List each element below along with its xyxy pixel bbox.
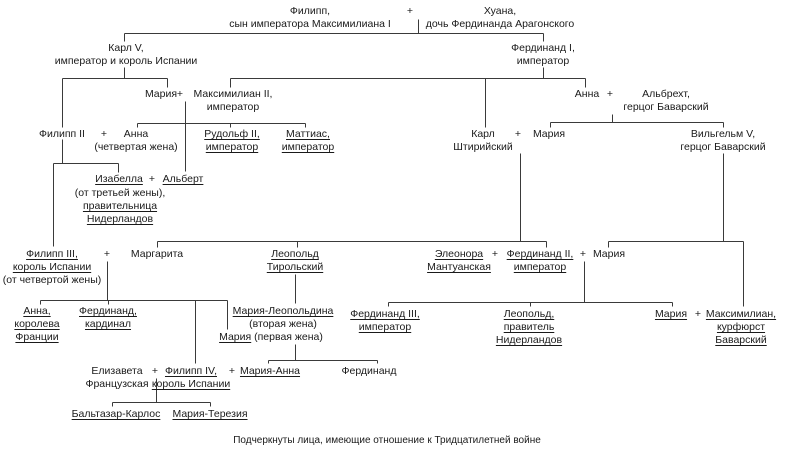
- person-maria-of-bavaria: Мария: [532, 128, 566, 140]
- marriage-plus-sign: +: [514, 128, 522, 140]
- marriage-plus-sign: +: [151, 365, 159, 377]
- person-philipp-of-habsburg: Филипп,сын императора Максимилиана I: [229, 5, 391, 30]
- person-ferdinand-son: Фердинанд: [341, 365, 397, 377]
- person-isabella: Изабелла: [95, 173, 143, 185]
- person-maria-teresa: Мария-Терезия: [172, 408, 248, 420]
- marriage-plus-sign: +: [103, 248, 111, 260]
- marriage-plus-sign: +: [491, 248, 499, 260]
- marriage-plus-sign: +: [694, 308, 702, 320]
- person-ferdinand-i: Фердинанд I,император: [511, 42, 575, 67]
- person-philipp-iii: Филипп III,король Испании(от четвертой ж…: [2, 248, 102, 286]
- marriage-plus-sign: +: [176, 88, 184, 100]
- person-philipp-ii: Филипп II: [39, 128, 85, 140]
- person-juana: Хуана,дочь Фердинанда Арагонского: [425, 5, 575, 30]
- person-wilhelm-v: Вильгельм V,герцог Баварский: [680, 128, 766, 153]
- person-anna-of-austria: Анна: [574, 88, 600, 100]
- person-maria-of-spain: Мария: [144, 88, 178, 100]
- marriage-plus-sign: +: [100, 128, 108, 140]
- person-albrecht-bavaria: Альбрехт,герцог Баварский: [623, 88, 709, 113]
- legend-caption: Подчеркнуты лица, имеющие отношение к Тр…: [233, 435, 541, 446]
- person-maximilian-ii: Максимилиан II,император: [193, 88, 273, 113]
- marriage-plus-sign: +: [228, 365, 236, 377]
- person-ferdinand-cardinal: Фердинанд,кардинал: [79, 305, 137, 330]
- person-maria-anna-spain: Мария-Анна: [239, 365, 301, 377]
- person-maria-of-austria: Мария: [654, 308, 688, 320]
- person-rudolf-ii: Рудольф II,император: [204, 128, 260, 153]
- person-albert: Альберт: [162, 173, 204, 185]
- person-ferdinand-ii: Фердинанд II,император: [506, 248, 574, 273]
- person-karl-v: Карл V,император и король Испании: [54, 42, 198, 67]
- person-ferdinand-iii: Фердинанд III,император: [350, 308, 420, 333]
- person-maria-leopoldina: Мария-Леопольдина(вторая жена): [232, 305, 334, 330]
- person-baltasar-carlos: Бальтазар-Карлос: [71, 408, 161, 420]
- marriage-plus-sign: +: [579, 248, 587, 260]
- person-matthias: Маттиас,император: [281, 128, 335, 153]
- person-maria-first-wife: Мария (первая жена): [219, 331, 323, 343]
- person-maria-anna-bavaria: Мария: [592, 248, 626, 260]
- marriage-plus-sign: +: [406, 5, 414, 17]
- person-philipp-iv: Филипп IV,король Испании: [151, 365, 231, 390]
- person-margarita: Маргарита: [130, 248, 184, 260]
- person-anna-fourth-wife: Анна(четвертая жена): [94, 128, 178, 153]
- marriage-plus-sign: +: [606, 88, 614, 100]
- marriage-plus-sign: +: [148, 173, 156, 185]
